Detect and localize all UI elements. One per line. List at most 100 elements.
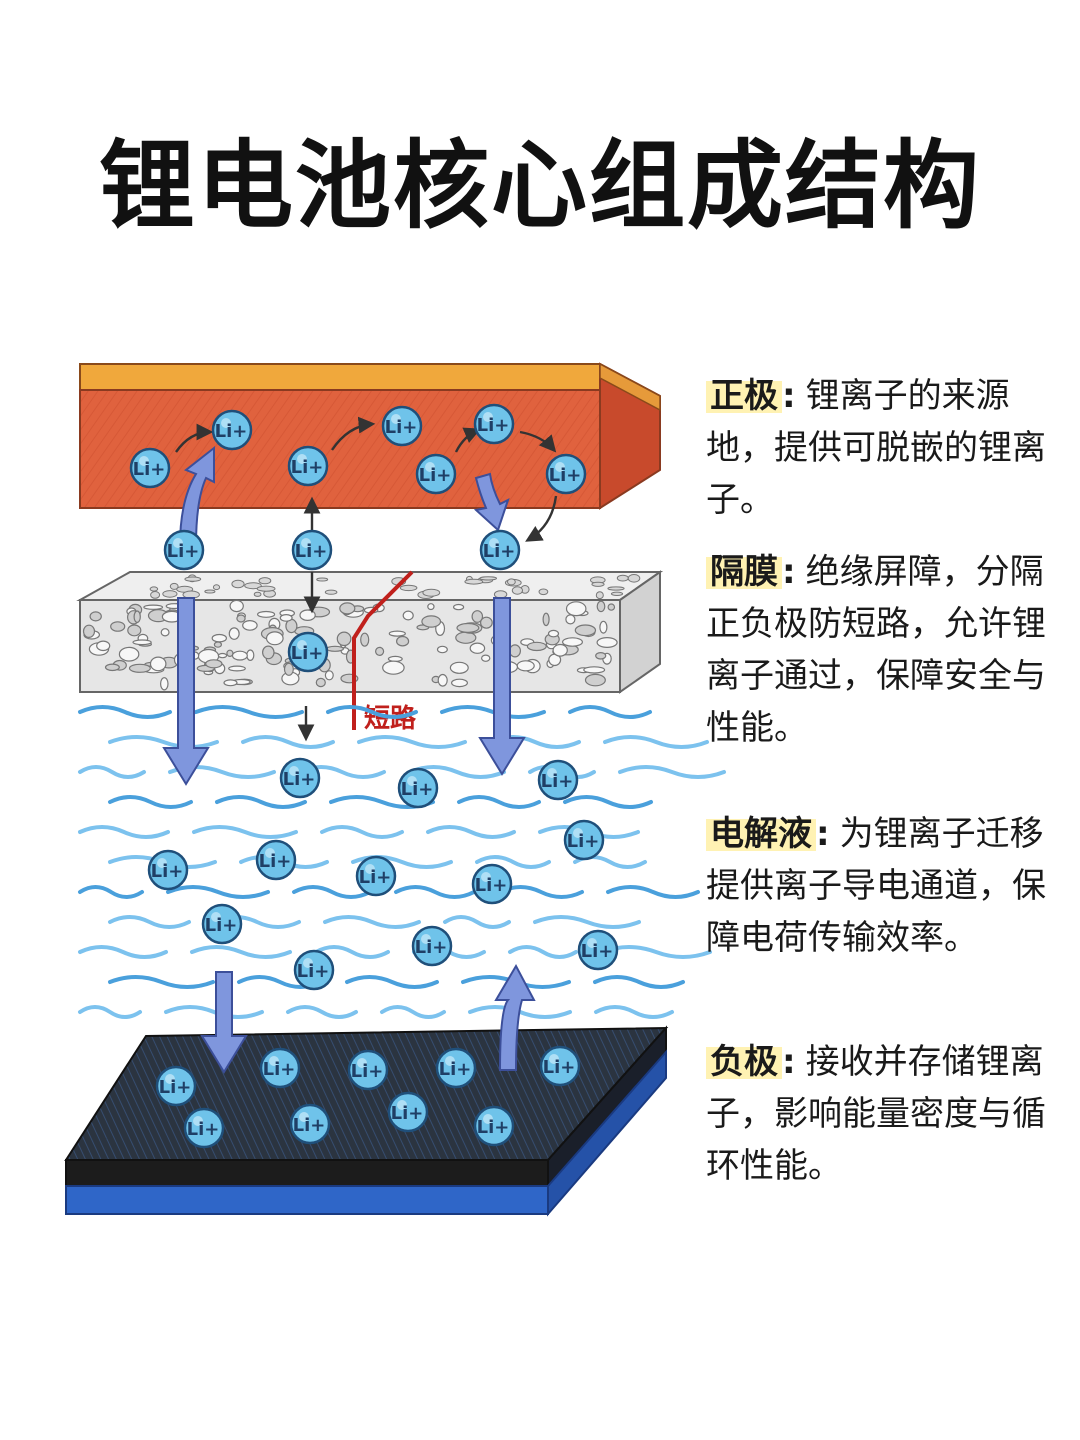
electrolyte-wave: [286, 1005, 358, 1019]
li-ion-label: Li+: [567, 831, 600, 852]
separator-pore: [160, 628, 170, 637]
separator-pore: [456, 622, 480, 633]
li-ion-label: Li+: [151, 861, 184, 882]
separator-pore: [591, 581, 605, 587]
separator-pore: [584, 673, 606, 687]
separator-pore: [339, 602, 356, 615]
separator-pore: [464, 578, 484, 585]
separator-pore: [375, 646, 385, 657]
separator-pore: [402, 610, 414, 621]
separator-pore: [336, 631, 352, 647]
small-arrow: [519, 430, 557, 453]
electrolyte-wave: [323, 915, 421, 929]
separator-pore: [436, 645, 448, 654]
electrolyte-wave: [508, 945, 578, 959]
li-ion: Li+: [471, 863, 513, 905]
electrolyte-wave: [108, 735, 219, 749]
separator-pore: [229, 599, 244, 613]
li-ion: Li+: [381, 405, 423, 447]
electrolyte-wave: [314, 945, 390, 959]
electrolyte-wave: [190, 945, 292, 959]
separator-pore: [110, 621, 126, 632]
separator-pore: [449, 661, 469, 674]
separator-pore: [324, 670, 334, 681]
separator-pore: [583, 666, 606, 674]
separator-pore: [184, 576, 202, 582]
separator-pore: [242, 620, 258, 631]
anode-blue-side: [547, 1049, 667, 1217]
separator-pore: [437, 673, 448, 687]
small-motion-arrows: [175, 416, 558, 742]
small-arrow: [175, 423, 214, 453]
anode-blue-base: [65, 1185, 549, 1215]
li-ion: Li+: [539, 1045, 581, 1087]
separator-pore: [561, 637, 583, 647]
separator-pore: [236, 614, 246, 623]
separator-pore: [616, 574, 629, 582]
electrolyte-wave: [192, 825, 298, 839]
term-anode: 负极: [706, 1042, 782, 1082]
electrolyte-wave: [426, 825, 516, 839]
electrolyte-wave: [108, 795, 193, 809]
separator-pore: [387, 655, 403, 663]
electrolyte-wave: [394, 885, 476, 899]
separator-pore: [596, 636, 618, 648]
electrolyte-wave: [568, 705, 652, 719]
cathode-side-top: [599, 362, 661, 412]
electrolyte-wave: [443, 915, 511, 929]
separator-pore: [213, 641, 222, 648]
li-ion: Li+: [201, 903, 243, 945]
separator-pore: [253, 591, 262, 597]
separator-pore: [396, 635, 410, 647]
ion-flow-arrows: [162, 445, 536, 1074]
electrolyte-wave: [78, 945, 168, 959]
cathode-block: [79, 362, 661, 510]
electrolyte-wave: [618, 765, 726, 779]
separator-pore: [599, 620, 608, 634]
li-ion: Li+: [577, 929, 619, 971]
li-ion: Li+: [129, 447, 171, 489]
li-ion: Li+: [183, 1107, 225, 1149]
text-cathode: 锂离子的来源地，提供可脱嵌的锂离子。: [706, 376, 1046, 520]
separator-pore: [244, 582, 262, 590]
li-ion-label: Li+: [385, 417, 418, 438]
electrolyte-wave: [606, 885, 700, 899]
separator-pore: [479, 576, 498, 581]
electrolyte-wave: [603, 735, 709, 749]
li-ion-label: Li+: [475, 875, 508, 896]
electrolyte-wave: [357, 735, 467, 749]
separator-pore: [547, 629, 560, 638]
li-ion: Li+: [537, 759, 579, 801]
li-ion: Li+: [473, 1105, 515, 1147]
separator-pore: [453, 603, 465, 611]
electrolyte-wave: [600, 945, 712, 959]
separator-pore: [574, 624, 597, 637]
li-ion: Li+: [355, 855, 397, 897]
electrolyte-wave: [345, 975, 439, 989]
li-ion-label: Li+: [291, 457, 324, 478]
li-ion: Li+: [563, 819, 605, 861]
separator-pore: [509, 644, 522, 658]
description-anode: 负极:接收并存储锂离子，影响能量密度与循环性能。: [706, 1042, 1046, 1186]
electrolyte-wave: [292, 885, 372, 899]
electrolyte-wave: [241, 735, 335, 749]
separator-pore: [96, 640, 111, 652]
separator-pore: [223, 679, 238, 687]
separator-pore: [133, 610, 141, 623]
separator-pore: [128, 663, 151, 673]
electrolyte-wave: [78, 765, 146, 779]
li-ion-label: Li+: [187, 1119, 220, 1140]
separator-pore: [421, 615, 442, 628]
li-ion: Li+: [287, 631, 329, 673]
li-ion-label: Li+: [295, 541, 328, 562]
separator-pore: [511, 586, 524, 595]
li-ion-label: Li+: [297, 961, 330, 982]
separator-pore: [538, 588, 549, 596]
li-ion-label: Li+: [283, 769, 316, 790]
separator-pore: [565, 601, 587, 617]
electrolyte-wave: [408, 765, 506, 779]
li-ion: Li+: [293, 949, 335, 991]
electrolyte-wave: [194, 705, 304, 719]
separator-pore: [507, 578, 516, 586]
separator-pore: [360, 632, 370, 647]
